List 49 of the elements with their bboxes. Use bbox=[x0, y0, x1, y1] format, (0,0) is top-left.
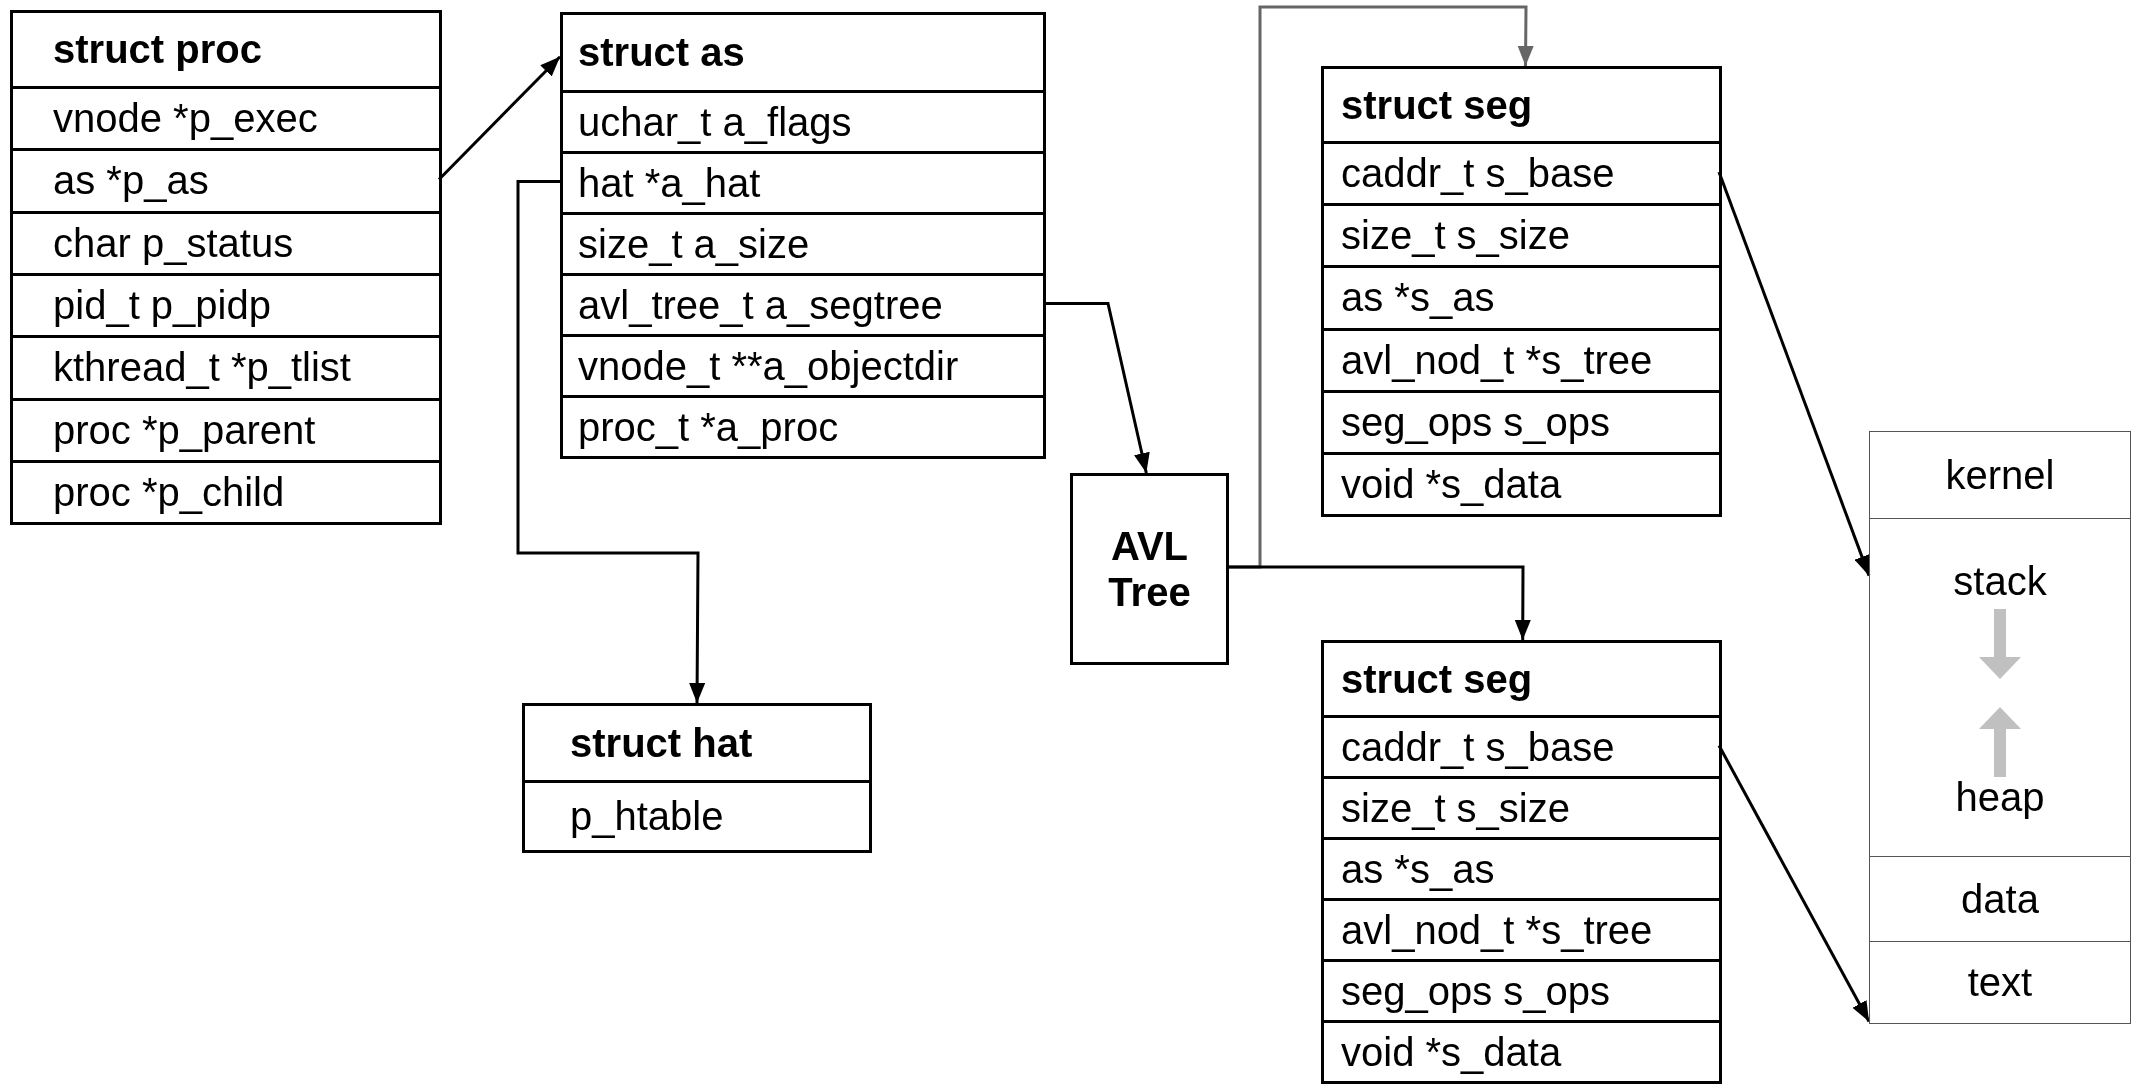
struct-field: hat *a_hat bbox=[563, 151, 1043, 212]
arrow bbox=[1717, 171, 1871, 577]
arrow bbox=[516, 180, 706, 703]
struct-box bbox=[560, 12, 1046, 459]
struct-box bbox=[522, 703, 872, 853]
struct-field: avl_nod_t *s_tree bbox=[1324, 898, 1719, 959]
struct-field: pid_t p_pidp bbox=[13, 272, 439, 336]
struct-field: char p_status bbox=[13, 210, 439, 273]
struct-title: struct proc bbox=[53, 29, 262, 69]
arrow bbox=[1717, 744, 1871, 1023]
arrow bbox=[1043, 302, 1150, 474]
process-box: AVL Tree bbox=[1070, 473, 1229, 665]
struct-box bbox=[1321, 66, 1722, 518]
struct-field: avl_nod_t *s_tree bbox=[1324, 327, 1719, 390]
arrow bbox=[437, 55, 562, 181]
memory-segment: kernel bbox=[1869, 431, 2131, 519]
segment-label: heap bbox=[1954, 777, 2046, 817]
struct-box bbox=[10, 10, 442, 526]
struct-field: void *s_data bbox=[1324, 1020, 1719, 1081]
struct-title: struct seg bbox=[1341, 658, 1533, 699]
struct-field: vnode *p_exec bbox=[13, 86, 439, 149]
segment-label: stack bbox=[1952, 561, 2048, 601]
struct-title: struct seg bbox=[1341, 84, 1533, 125]
struct-field: size_t a_size bbox=[563, 212, 1043, 273]
struct-field: kthread_t *p_tlist bbox=[13, 335, 439, 398]
struct-title: struct as bbox=[578, 32, 745, 72]
struct-field: seg_ops s_ops bbox=[1324, 959, 1719, 1020]
struct-field: p_htable bbox=[525, 780, 869, 850]
struct-field: seg_ops s_ops bbox=[1324, 389, 1719, 452]
arrow bbox=[1229, 565, 1531, 640]
memory-segment bbox=[1869, 518, 2131, 857]
struct-title: struct hat bbox=[570, 722, 753, 763]
memory-segment: text bbox=[1869, 941, 2131, 1024]
struct-box bbox=[1321, 640, 1722, 1084]
struct-field: as *p_as bbox=[13, 148, 439, 211]
struct-field: size_t s_size bbox=[1324, 776, 1719, 837]
struct-field: vnode_t **a_objectdir bbox=[563, 334, 1043, 395]
struct-field: avl_tree_t a_segtree bbox=[563, 273, 1043, 334]
struct-field: proc_t *a_proc bbox=[563, 395, 1043, 456]
struct-field: uchar_t a_flags bbox=[563, 90, 1043, 151]
struct-field: void *s_data bbox=[1324, 452, 1719, 515]
struct-field: caddr_t s_base bbox=[1324, 715, 1719, 776]
struct-field: as *s_as bbox=[1324, 265, 1719, 328]
struct-field: proc *p_child bbox=[13, 459, 439, 523]
struct-field: proc *p_parent bbox=[13, 397, 439, 460]
struct-field: size_t s_size bbox=[1324, 203, 1719, 266]
struct-field: caddr_t s_base bbox=[1324, 141, 1719, 204]
memory-segment: data bbox=[1869, 856, 2131, 942]
struct-field: as *s_as bbox=[1324, 837, 1719, 898]
